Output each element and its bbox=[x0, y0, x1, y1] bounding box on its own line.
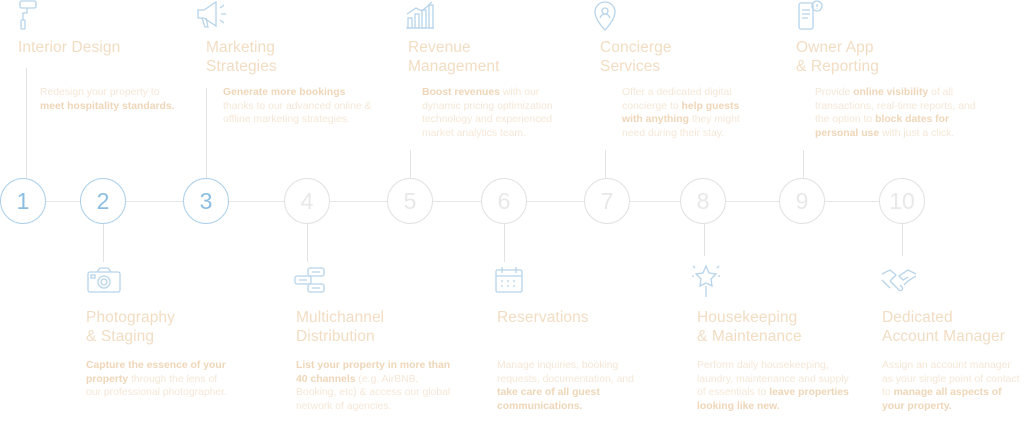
calendar-icon bbox=[494, 266, 524, 294]
connector-10 bbox=[902, 224, 903, 256]
step-circle-3: 3 bbox=[183, 178, 229, 224]
step-circle-5: 5 bbox=[387, 178, 433, 224]
sparkle-wand-icon bbox=[690, 262, 722, 298]
step-circle-6: 6 bbox=[481, 178, 527, 224]
step-circle-4: 4 bbox=[284, 178, 330, 224]
camera-icon bbox=[86, 266, 122, 294]
connector-2 bbox=[103, 224, 104, 262]
connector-4 bbox=[307, 224, 308, 262]
step-title-4: Multichannel Distribution bbox=[296, 309, 385, 345]
step-circle-9: 9 bbox=[779, 178, 825, 224]
step-circle-8: 8 bbox=[680, 178, 726, 224]
step-title-8: Housekeeping & Maintenance bbox=[697, 309, 802, 345]
step-circle-7: 7 bbox=[584, 178, 630, 224]
step-number: 10 bbox=[889, 187, 915, 214]
step-number: 8 bbox=[696, 187, 710, 214]
step-number: 6 bbox=[497, 187, 511, 214]
step-number: 4 bbox=[300, 187, 314, 214]
handshake-icon bbox=[880, 266, 918, 296]
connector-6 bbox=[504, 224, 505, 262]
connector-5 bbox=[410, 150, 411, 178]
step-desc-6: Manage inquiries, booking requests, docu… bbox=[497, 360, 634, 412]
step-title-9: Owner App & Reporting bbox=[796, 39, 879, 75]
step-desc-3: Generate more bookings thanks to our adv… bbox=[223, 87, 372, 125]
megaphone-icon bbox=[194, 0, 228, 30]
step-title-5: Revenue Management bbox=[408, 39, 500, 75]
connector-3 bbox=[206, 88, 207, 178]
mobile-app-icon bbox=[796, 0, 824, 32]
bar-chart-icon bbox=[404, 0, 436, 30]
connector-7 bbox=[605, 150, 606, 178]
step-number: 5 bbox=[403, 187, 417, 214]
connector-9 bbox=[803, 150, 804, 178]
step-number: 9 bbox=[795, 187, 809, 214]
step-desc-9: Provide online visibility of all transac… bbox=[815, 87, 976, 139]
step-desc-10: Assign an account manager as your single… bbox=[882, 360, 1020, 412]
step-title-7: Concierge Services bbox=[600, 39, 672, 75]
step-desc-2: Capture the essence of your property thr… bbox=[86, 360, 227, 398]
step-desc-8: Perform daily housekeeping, laundry, mai… bbox=[697, 360, 849, 412]
connector-8 bbox=[704, 224, 705, 256]
step-title-1: Interior Design bbox=[18, 39, 121, 56]
paint-roller-icon bbox=[14, 0, 42, 30]
step-desc-7: Offer a dedicated digital concierge to h… bbox=[622, 87, 740, 139]
step-desc-1: Redesign your property to meet hospitali… bbox=[40, 87, 175, 112]
step-desc-4: List your property in more than 40 chann… bbox=[296, 360, 451, 412]
step-number: 1 bbox=[16, 187, 30, 214]
step-number: 3 bbox=[199, 187, 213, 214]
step-title-2: Photography & Staging bbox=[86, 309, 175, 345]
concierge-badge-icon bbox=[592, 0, 618, 32]
step-number: 2 bbox=[96, 187, 110, 214]
step-number: 7 bbox=[600, 187, 614, 214]
step-title-6: Reservations bbox=[497, 309, 589, 326]
timeline-line bbox=[24, 201, 904, 202]
chat-bubbles-icon bbox=[292, 266, 328, 296]
step-circle-1: 1 bbox=[0, 178, 46, 224]
step-circle-10: 10 bbox=[879, 178, 925, 224]
step-title-3: Marketing Strategies bbox=[206, 39, 277, 75]
step-title-10: Dedicated Account Manager bbox=[882, 309, 1005, 345]
connector-1 bbox=[26, 68, 27, 178]
step-desc-5: Boost revenues with our dynamic pricing … bbox=[422, 87, 553, 139]
step-circle-2: 2 bbox=[80, 178, 126, 224]
